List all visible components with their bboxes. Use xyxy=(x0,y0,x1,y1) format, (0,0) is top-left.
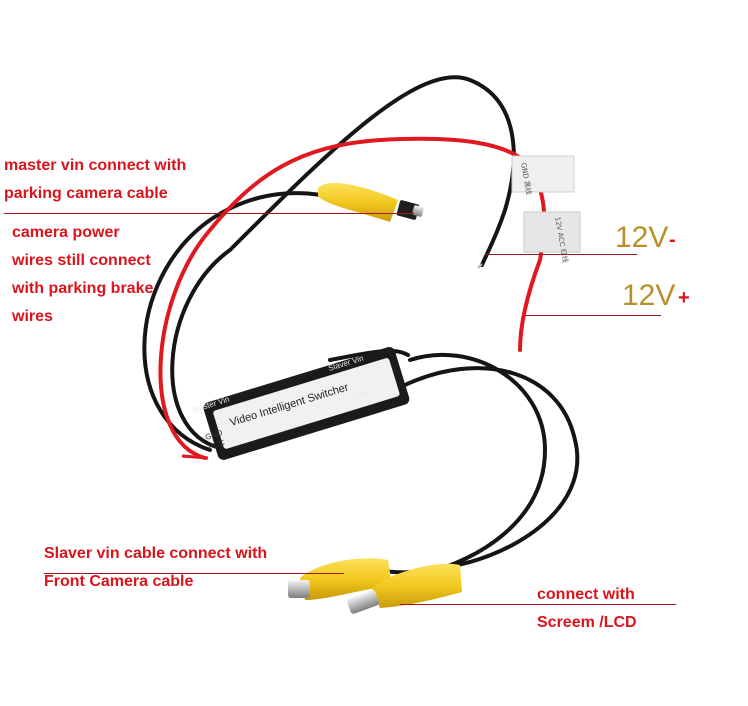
positive-voltage-label: 12V xyxy=(622,279,676,312)
slaver-vin-port-label: Slaver Vin xyxy=(327,353,365,373)
module-title: Video Intelligent Switcher xyxy=(228,381,350,429)
camera-power-label-line3: with parking brake xyxy=(12,280,154,297)
output-rca-connector xyxy=(347,563,462,614)
slaver-rca-connector xyxy=(288,558,392,600)
screen-leader-line xyxy=(400,604,676,605)
master-vin-port-label: Master Vin xyxy=(191,394,231,415)
switcher-module xyxy=(203,347,410,460)
negative-leader-line xyxy=(485,254,637,255)
wire-tags xyxy=(511,155,581,253)
negative-voltage-label: 12V xyxy=(615,221,669,254)
master-vin-leader-line xyxy=(4,213,414,214)
master-vin-label-line1: master vin connect with xyxy=(4,157,187,174)
master-vin-label-line2: parking camera cable xyxy=(4,185,168,202)
positive-sign: + xyxy=(678,287,690,309)
camera-power-label-line1: camera power xyxy=(12,224,120,241)
slaver-vin-leader-line xyxy=(44,573,344,574)
camera-power-label-line2: wires still connect xyxy=(12,252,151,269)
vout-port-label: Vout xyxy=(352,387,371,401)
slaver-vin-label-line1: Slaver vin cable connect with xyxy=(44,545,268,562)
slaver-vin-label-line2: Front Camera cable xyxy=(44,573,194,590)
screen-label-line1: connect with xyxy=(537,586,635,603)
screen-label-line2: Screem /LCD xyxy=(537,614,637,631)
camera-power-label-line4: wires xyxy=(12,308,53,325)
master-rca-connector xyxy=(318,183,424,222)
positive-leader-line xyxy=(525,315,661,316)
negative-sign: - xyxy=(669,229,676,251)
red-wires xyxy=(158,136,547,460)
